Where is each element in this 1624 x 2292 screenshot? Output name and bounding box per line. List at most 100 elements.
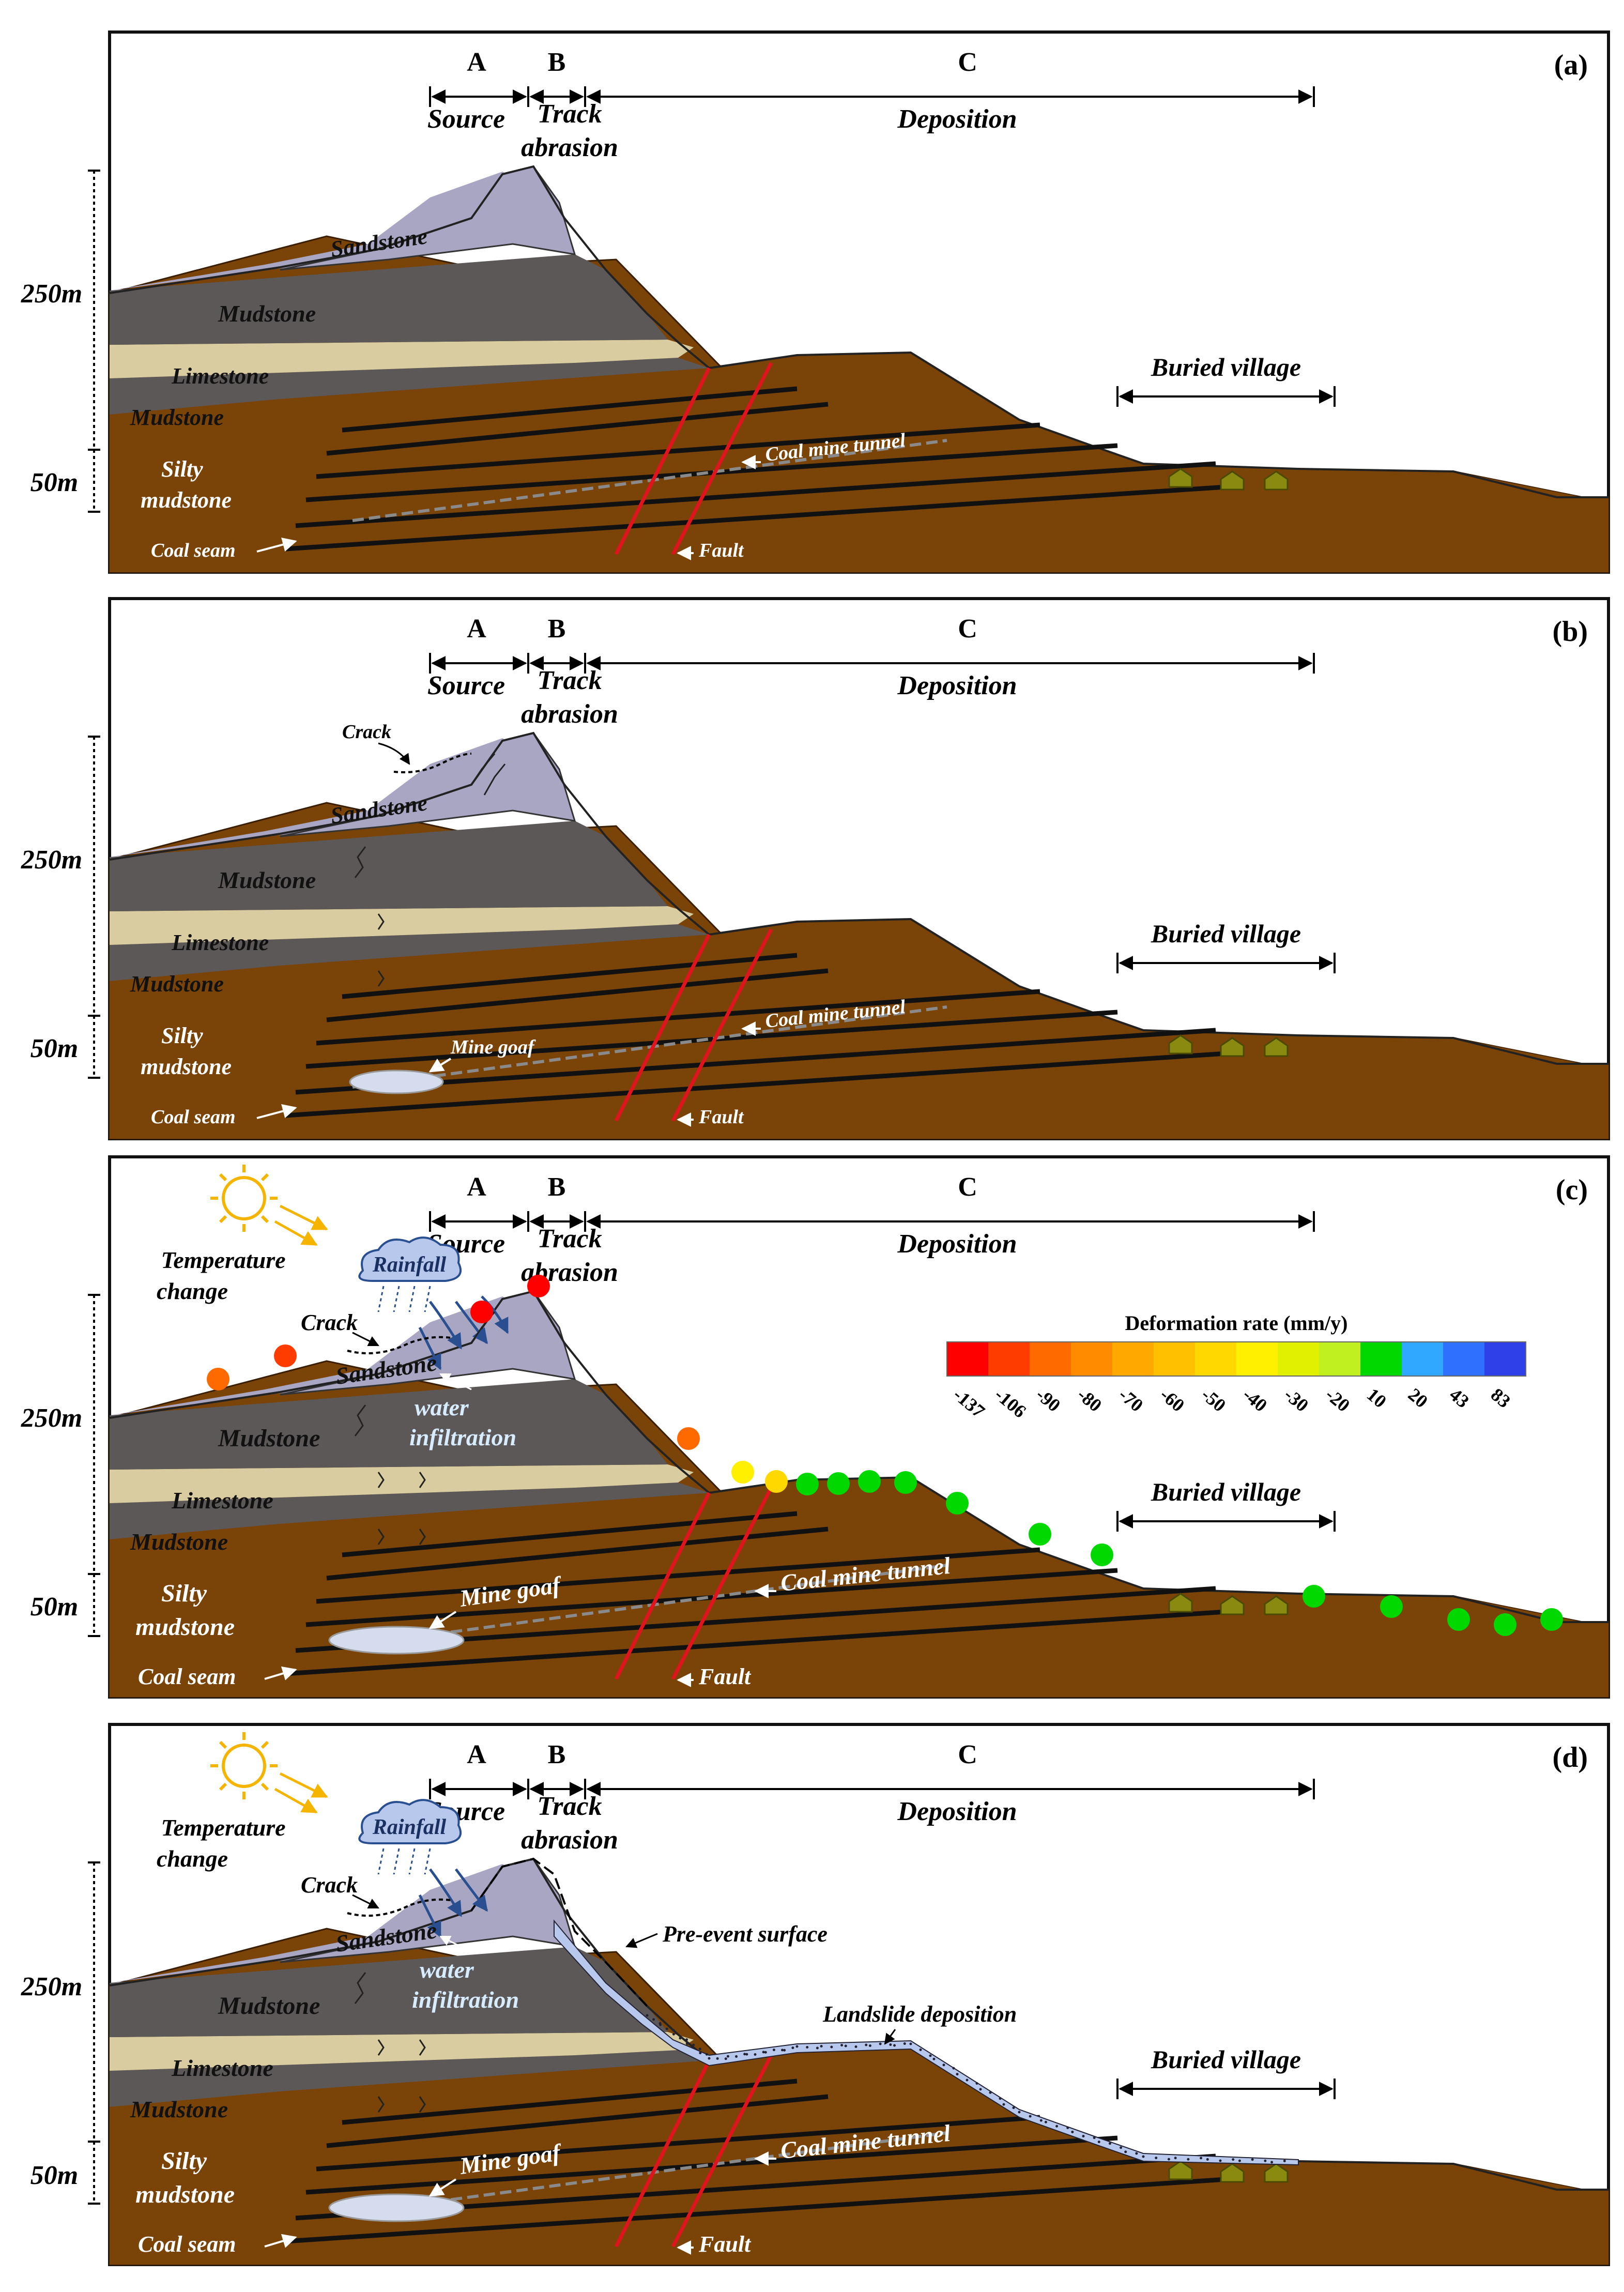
deformation-point: [527, 1275, 550, 1297]
legend-swatch: [1484, 1342, 1526, 1376]
label-temperature-2: change: [157, 1845, 228, 1872]
zone-c-letter: C: [958, 48, 977, 77]
zone-a-letter: A: [467, 1172, 486, 1202]
label-mudstone-upper: Mudstone: [218, 1992, 320, 2020]
zone-b-letter: B: [548, 1740, 566, 1769]
panel-label: (c): [1556, 1174, 1588, 1206]
deformation-point: [1494, 1613, 1516, 1636]
deformation-point: [827, 1472, 850, 1495]
deformation-point: [1447, 1608, 1470, 1631]
label-buried-village: Buried village: [1151, 353, 1301, 381]
label-mudstone-upper: Mudstone: [218, 867, 316, 893]
deformation-point: [1091, 1544, 1113, 1566]
deformation-point: [1029, 1523, 1051, 1546]
sun-icon: [210, 1732, 278, 1799]
scale-c-bottom: 50m: [30, 1592, 78, 1622]
zone-b-name-2: abrasion: [521, 133, 618, 162]
scale-d-bottom: 50m: [30, 2161, 78, 2190]
label-mudstone-upper: Mudstone: [218, 300, 316, 327]
legend-swatch: [947, 1342, 988, 1376]
landslide-deposit: [554, 1919, 1299, 2166]
label-silty-1: Silty: [161, 456, 203, 482]
label-water-1: water: [415, 1394, 469, 1420]
label-water-1: water: [420, 1957, 474, 1983]
deformation-point: [207, 1368, 229, 1391]
deformation-points: [207, 1275, 1563, 1636]
label-crack: Crack: [301, 1310, 358, 1335]
legend-swatch: [988, 1342, 1030, 1376]
label-silty-2: mudstone: [135, 2181, 235, 2208]
zone-c-letter: C: [958, 614, 977, 644]
scale-d-top: 250m: [21, 1972, 82, 2001]
zone-b-name-1: Track: [537, 1792, 602, 1821]
deformation-point: [765, 1470, 788, 1493]
deformation-point: [1540, 1608, 1563, 1631]
label-fault: Fault: [698, 2232, 752, 2257]
legend-swatch: [1195, 1342, 1236, 1376]
legend-swatch: [1236, 1342, 1278, 1376]
legend-swatch: [1154, 1342, 1195, 1376]
scale-b-top: 250m: [21, 845, 82, 875]
legend-swatch: [1443, 1342, 1484, 1376]
label-silty-2: mudstone: [135, 1613, 235, 1641]
scale-a-top: 250m: [21, 279, 82, 309]
zone-a-letter: A: [467, 614, 486, 644]
zone-b-letter: B: [548, 1172, 566, 1202]
label-limestone: Limestone: [171, 1487, 273, 1514]
zone-c-name: Deposition: [897, 1229, 1017, 1259]
legend-swatch: [1071, 1342, 1112, 1376]
deformation-point: [894, 1471, 917, 1494]
panel-b: A B C Source Track abrasion Deposition (…: [110, 599, 1608, 1139]
scale-a-bottom: 50m: [30, 468, 78, 497]
legend-swatch: [1030, 1342, 1071, 1376]
label-limestone: Limestone: [171, 363, 269, 389]
zone-c-letter: C: [958, 1740, 977, 1769]
label-silty-1: Silty: [161, 1580, 207, 1607]
deformation-point: [858, 1470, 881, 1493]
legend-swatch: [1278, 1342, 1319, 1376]
deformation-point: [796, 1473, 819, 1495]
panel-c: A B C Source Track abrasion Deposition (…: [110, 1157, 1608, 1697]
legend-swatch: [1360, 1342, 1402, 1376]
label-mudstone-lower: Mudstone: [130, 1529, 228, 1555]
zone-b-name-1: Track: [537, 99, 602, 129]
zone-b-name-1: Track: [537, 666, 602, 695]
label-rainfall: Rainfall: [372, 1815, 447, 1839]
zone-c-name: Deposition: [897, 671, 1017, 700]
label-fault: Fault: [698, 1106, 744, 1128]
legend-swatch: [1402, 1342, 1443, 1376]
panel-d: A B C Source Track abrasion Deposition (…: [110, 1724, 1608, 2265]
rainfall-cloud-icon: [358, 1799, 462, 1844]
panel-label: (d): [1553, 1741, 1588, 1774]
zone-a-name: Source: [427, 671, 505, 700]
label-water-2: infiltration: [412, 1987, 519, 2013]
zone-a-letter: A: [467, 48, 486, 77]
zone-b-letter: B: [548, 614, 566, 644]
deformation-point: [731, 1461, 754, 1484]
label-coal-seam: Coal seam: [151, 540, 236, 561]
label-rainfall: Rainfall: [372, 1253, 447, 1277]
rainfall-cloud-icon: [358, 1236, 462, 1282]
label-crack: Crack: [342, 721, 391, 743]
label-mudstone-lower: Mudstone: [130, 971, 224, 997]
label-fault: Fault: [698, 540, 744, 561]
legend-swatch: [1319, 1342, 1360, 1376]
panel-a: A B C Source Track abrasion Deposition (…: [110, 32, 1608, 572]
legend-title: Deformation rate (mm/y): [1125, 1311, 1348, 1335]
zone-b-name-1: Track: [537, 1224, 602, 1254]
label-buried-village: Buried village: [1151, 919, 1301, 948]
label-buried-village: Buried village: [1151, 2045, 1301, 2074]
label-water-2: infiltration: [409, 1424, 516, 1450]
legend-swatch: [1112, 1342, 1154, 1376]
zone-b-name-2: abrasion: [521, 1825, 618, 1855]
deformation-point: [274, 1344, 297, 1367]
label-silty-2: mudstone: [141, 1054, 232, 1079]
deformation-point: [677, 1427, 700, 1450]
label-temperature-2: change: [157, 1278, 228, 1304]
deformation-point: [470, 1301, 493, 1323]
label-coal-seam: Coal seam: [138, 1664, 236, 1689]
label-silty-2: mudstone: [141, 487, 232, 513]
label-mine-goaf: Mine goaf: [450, 1036, 536, 1058]
label-buried-village: Buried village: [1151, 1477, 1301, 1506]
